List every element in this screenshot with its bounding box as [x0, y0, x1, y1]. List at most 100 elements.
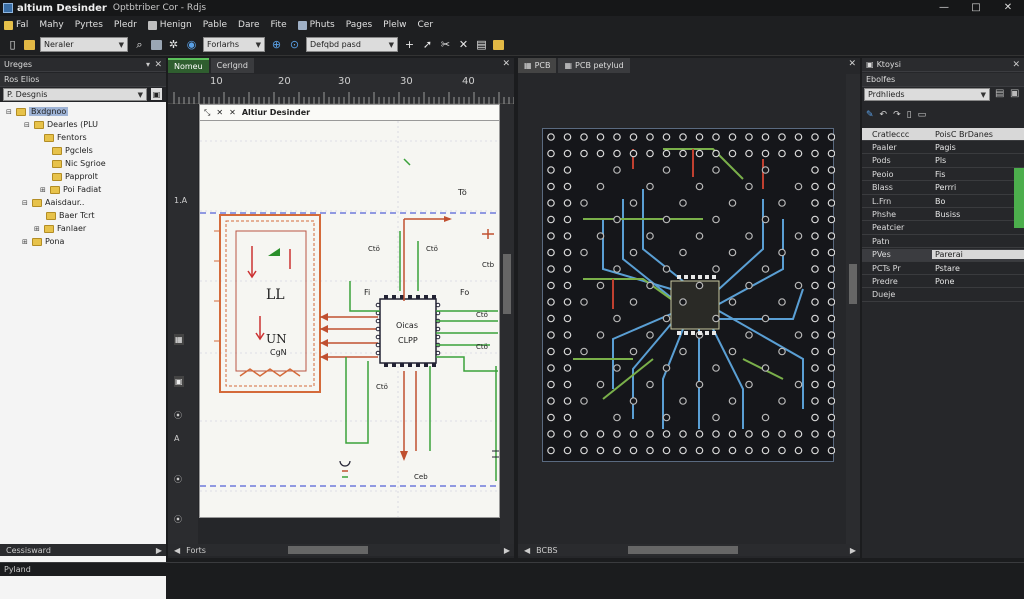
pcb-via[interactable]	[679, 149, 687, 158]
pcb-hscroll[interactable]: ◀ BCBS ▶	[518, 544, 860, 556]
pcb-via[interactable]	[811, 298, 819, 306]
tree-item[interactable]: ⊞Pona	[22, 237, 65, 246]
pcb-via[interactable]	[778, 446, 786, 455]
pcb-via[interactable]	[629, 248, 638, 257]
tree-item[interactable]: Baer Tcrt	[46, 210, 95, 221]
pcb-via[interactable]	[761, 364, 770, 372]
pcb-via[interactable]	[827, 331, 836, 339]
pcb-pad[interactable]	[684, 275, 688, 279]
pcb-via[interactable]	[646, 182, 654, 191]
pcb-via[interactable]	[811, 133, 819, 141]
pcb-via[interactable]	[811, 281, 819, 290]
document-icon[interactable]: ▯	[906, 110, 912, 120]
pcb-board[interactable]	[542, 128, 836, 463]
close-icon[interactable]: ✕	[502, 59, 510, 69]
pcb-via[interactable]	[580, 199, 588, 207]
pcb-via[interactable]	[547, 380, 555, 389]
pcb-via[interactable]	[745, 232, 753, 240]
cross-icon[interactable]: ✕	[458, 38, 469, 51]
pcb-via[interactable]	[679, 133, 687, 141]
pcb-via[interactable]	[827, 182, 836, 191]
pcb-via[interactable]	[811, 215, 819, 224]
pcb-via[interactable]	[580, 430, 588, 438]
pcb-via[interactable]	[827, 199, 836, 207]
menu-place[interactable]: Pable	[202, 20, 228, 30]
pcb-via[interactable]	[547, 281, 555, 290]
pcb-via[interactable]	[613, 446, 621, 455]
schematic-sheet[interactable]: ⤡ ✕ ✕ Altiur Desinder LL UN	[199, 104, 500, 518]
print-icon[interactable]	[151, 39, 162, 50]
menu-window[interactable]: Plelw	[383, 20, 407, 30]
pcb-via[interactable]	[613, 364, 621, 372]
property-value[interactable]: Busiss	[935, 209, 961, 219]
pcb-via[interactable]	[563, 314, 572, 323]
pcb-via[interactable]	[811, 149, 819, 158]
pcb-via[interactable]	[646, 232, 654, 240]
pcb-vscroll[interactable]	[846, 74, 860, 544]
pcb-via[interactable]	[563, 248, 572, 257]
pcb-via[interactable]	[827, 133, 836, 141]
pcb-via[interactable]	[695, 149, 704, 158]
pcb-via[interactable]	[778, 199, 786, 207]
pcb-via[interactable]	[745, 380, 753, 389]
pcb-via[interactable]	[563, 281, 572, 290]
pcb-via[interactable]	[596, 133, 605, 141]
pcb-via[interactable]	[778, 248, 786, 257]
zoom-icon[interactable]: ⤡	[204, 107, 211, 117]
globe-icon[interactable]: ◉	[186, 38, 197, 51]
zoom-icon[interactable]: ⌕	[136, 37, 143, 51]
pcb-via[interactable]	[761, 265, 770, 273]
scroll-thumb[interactable]	[503, 254, 511, 314]
pcb-via[interactable]	[811, 380, 819, 389]
pcb-via[interactable]	[563, 413, 572, 422]
pcb-via[interactable]	[563, 149, 572, 158]
pcb-via[interactable]	[728, 347, 737, 356]
pcb-via[interactable]	[563, 364, 572, 372]
pcb-via[interactable]	[761, 133, 770, 141]
pcb-via[interactable]	[662, 314, 671, 323]
pcb-via[interactable]	[547, 215, 555, 224]
tab-pcb[interactable]: ▦PCB	[518, 58, 557, 73]
pcb-via[interactable]	[629, 133, 638, 141]
new-doc-icon[interactable]: ▯	[9, 38, 16, 51]
pcb-via[interactable]	[811, 413, 819, 422]
pcb-via[interactable]	[547, 166, 555, 174]
pcb-via[interactable]	[745, 331, 753, 339]
pcb-via[interactable]	[547, 182, 555, 191]
pcb-via[interactable]	[695, 281, 704, 290]
pcb-pad[interactable]	[691, 331, 695, 335]
pcb-via[interactable]	[563, 215, 572, 224]
pcb-via[interactable]	[596, 281, 605, 290]
pcb-via[interactable]	[761, 314, 770, 323]
pcb-via[interactable]	[728, 199, 737, 207]
pcb-via[interactable]	[745, 446, 753, 455]
property-value[interactable]: Pagis	[935, 142, 956, 152]
pcb-via[interactable]	[596, 430, 605, 438]
pcb-drawing[interactable]	[543, 129, 836, 463]
pcb-via[interactable]	[794, 182, 803, 191]
pcb-via[interactable]	[728, 446, 737, 455]
pcb-pad[interactable]	[705, 331, 709, 335]
pcb-pad[interactable]	[677, 331, 681, 335]
pcb-via[interactable]	[547, 331, 555, 339]
pcb-via[interactable]	[629, 397, 638, 405]
pcb-via[interactable]	[629, 430, 638, 438]
pcb-via[interactable]	[629, 347, 638, 356]
pcb-via[interactable]	[596, 182, 605, 191]
pcb-pad[interactable]	[712, 331, 716, 335]
pcb-via[interactable]	[629, 298, 638, 306]
close-icon[interactable]: ✕	[154, 60, 162, 70]
pcb-pad[interactable]	[705, 275, 709, 279]
close-window-button[interactable]: ✕	[1003, 2, 1013, 13]
pcb-via[interactable]	[646, 133, 654, 141]
pcb-via[interactable]	[811, 364, 819, 372]
pcb-via[interactable]	[547, 133, 555, 141]
pcb-via[interactable]	[811, 182, 819, 191]
project-selector[interactable]: P. Desgnis▼	[3, 88, 147, 101]
tree-item[interactable]: Pgclels	[52, 145, 93, 156]
menu-help[interactable]: Cer	[417, 20, 434, 30]
pcb-via[interactable]	[695, 133, 704, 141]
pcb-via[interactable]	[794, 232, 803, 240]
